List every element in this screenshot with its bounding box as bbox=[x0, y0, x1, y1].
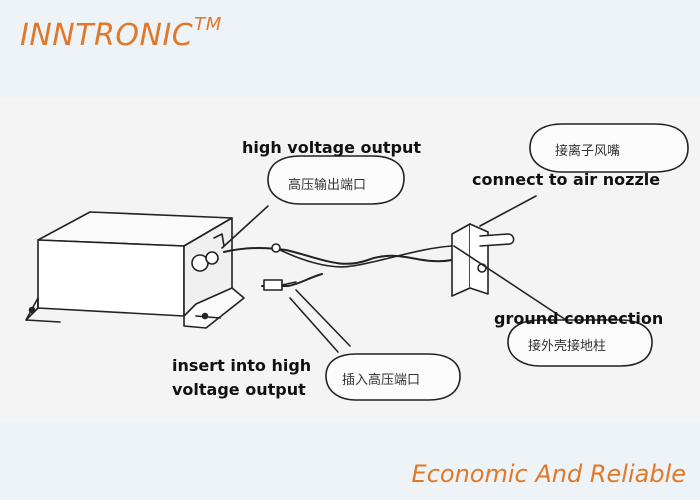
label-ground-cn: 接外壳接地柱 bbox=[528, 339, 607, 354]
wiring-diagram: high voltage output 高压输出端口 接离子风嘴 connect… bbox=[0, 98, 700, 422]
label-hv-output: high voltage output bbox=[242, 138, 422, 157]
cable-icon bbox=[223, 243, 453, 291]
label-air-nozzle: connect to air nozzle bbox=[472, 170, 661, 189]
air-nozzle-block-icon bbox=[451, 223, 515, 297]
footer-band bbox=[0, 422, 700, 500]
brand-name: INNTRONIC bbox=[20, 18, 194, 53]
label-insert-line2: voltage output bbox=[172, 380, 306, 399]
tagline: Economic And Reliable bbox=[411, 460, 686, 488]
label-insert-line1: insert into high bbox=[172, 356, 312, 375]
diagram-drawing bbox=[25, 123, 689, 401]
label-hv-output-cn: 高压输出端口 bbox=[288, 178, 367, 193]
label-insert-cn: 插入高压端口 bbox=[342, 373, 421, 388]
power-supply-box-icon bbox=[25, 211, 245, 329]
callout-bubble-icon bbox=[267, 123, 689, 401]
brand-trademark: TM bbox=[194, 14, 222, 35]
label-air-nozzle-cn: 接离子风嘴 bbox=[555, 144, 621, 159]
label-ground: ground connection bbox=[494, 309, 664, 328]
brand-logo: INNTRONICTM bbox=[20, 14, 222, 53]
header-band: INNTRONICTM bbox=[0, 0, 700, 98]
